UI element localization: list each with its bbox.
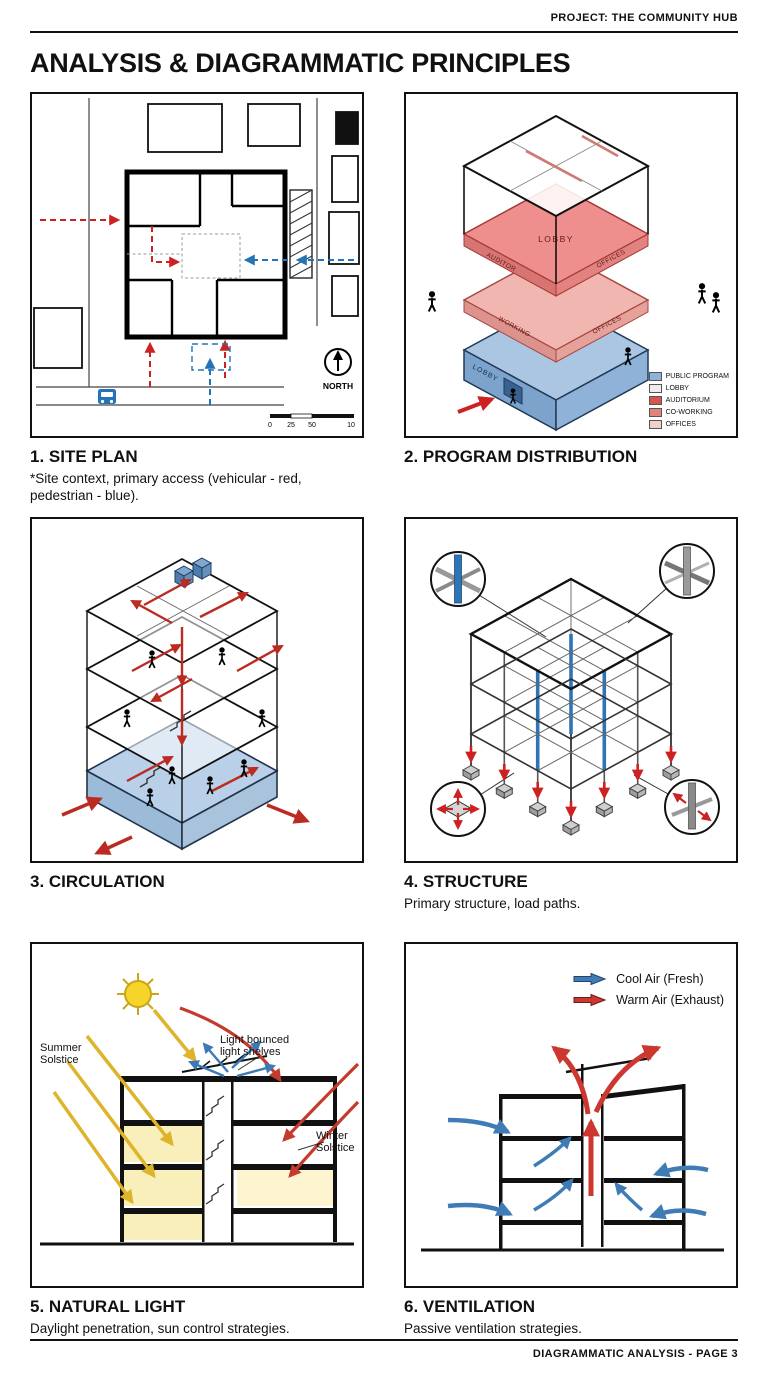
circulation-figure bbox=[30, 517, 364, 863]
circulation-drawing bbox=[61, 557, 310, 855]
program-figure: LOBBY WORKING OFFICES LOBBY bbox=[404, 92, 738, 438]
program-drawing: LOBBY WORKING OFFICES LOBBY bbox=[427, 114, 721, 432]
structure-figure bbox=[404, 517, 738, 863]
summer-solstice-annotation: Summer Solstice bbox=[40, 1042, 82, 1067]
legend-label: OFFICES bbox=[665, 421, 696, 428]
scale-tick: 25 bbox=[287, 422, 295, 429]
ventilation-drawing bbox=[421, 1044, 724, 1252]
legend-item: OFFICES bbox=[648, 420, 729, 429]
site-plan-drawing: NORTH 0 25 50 10 bbox=[33, 98, 360, 429]
structure-title: 4. STRUCTURE bbox=[404, 872, 528, 891]
ventilation-legend: Cool Air (Fresh) Warm Air (Exhaust) bbox=[572, 972, 724, 1014]
stairs bbox=[205, 1095, 225, 1205]
page-title: ANALYSIS & DIAGRAMMATIC PRINCIPLES bbox=[30, 48, 571, 78]
legend-label: Warm Air (Exhaust) bbox=[616, 993, 724, 1007]
site-plan-title: 1. SITE PLAN bbox=[30, 447, 138, 466]
legend-item: Warm Air (Exhaust) bbox=[572, 993, 724, 1007]
detail-circles bbox=[430, 543, 720, 837]
bounced-light-arrows bbox=[188, 1040, 277, 1078]
ventilation-caption: Passive ventilation strategies. bbox=[404, 1321, 582, 1336]
scale-tick: 50 bbox=[308, 422, 316, 429]
detail-joint-top-right bbox=[659, 543, 715, 599]
roads bbox=[36, 98, 318, 406]
program-legend: PUBLIC PROGRAM LOBBY AUDITORIUM CO-WORKI… bbox=[648, 369, 729, 429]
vehicular-route bbox=[40, 214, 231, 387]
cell-circulation: 3. CIRCULATION bbox=[30, 517, 364, 942]
header-rule bbox=[30, 31, 738, 33]
north-label: NORTH bbox=[323, 381, 353, 391]
legend-label: LOBBY bbox=[665, 385, 689, 392]
site-plan-figure: NORTH 0 25 50 10 bbox=[30, 92, 364, 438]
legend-item: CO-WORKING bbox=[648, 408, 729, 417]
daylight-glow bbox=[124, 1126, 333, 1240]
project-header: PROJECT: THE COMMUNITY HUB bbox=[550, 12, 738, 24]
footer: DIAGRAMMATIC ANALYSIS - PAGE 3 bbox=[30, 1339, 738, 1360]
panel-grid: NORTH 0 25 50 10 1. SITE PLAN *Site cont… bbox=[30, 92, 738, 1367]
ventilation-figure: Cool Air (Fresh) Warm Air (Exhaust) bbox=[404, 942, 738, 1288]
cell-site-plan: NORTH 0 25 50 10 1. SITE PLAN *Site cont… bbox=[30, 92, 364, 517]
legend-item: Cool Air (Fresh) bbox=[572, 972, 724, 986]
legend-item: LOBBY bbox=[648, 384, 729, 393]
structure-drawing bbox=[430, 543, 720, 837]
legend-label: PUBLIC PROGRAM bbox=[665, 373, 729, 380]
building-section bbox=[421, 1056, 724, 1252]
program-title: 2. PROGRAM DISTRIBUTION bbox=[404, 447, 638, 466]
natural-light-figure: Summer Solstice Light bounced light shel… bbox=[30, 942, 364, 1288]
load-arrows bbox=[465, 746, 677, 819]
legend-swatch bbox=[648, 384, 662, 393]
legend-label: CO-WORKING bbox=[665, 409, 713, 416]
cell-structure: 4. STRUCTURE Primary structure, load pat… bbox=[404, 517, 738, 942]
detail-joint-bottom-right bbox=[664, 779, 720, 835]
scale-tick: 0 bbox=[268, 422, 272, 429]
context-buildings bbox=[33, 103, 360, 369]
warm-air-arrow-icon bbox=[573, 993, 607, 1007]
ventilation-title: 6. VENTILATION bbox=[404, 1297, 535, 1316]
natural-light-title: 5. NATURAL LIGHT bbox=[30, 1297, 186, 1316]
top-floor-box bbox=[461, 114, 651, 284]
natural-light-drawing bbox=[40, 973, 360, 1246]
north-arrow: NORTH bbox=[323, 348, 353, 391]
legend-swatch bbox=[648, 396, 662, 405]
winter-solstice-annotation: Winter Solstice bbox=[316, 1130, 355, 1155]
warm-air-arrows bbox=[551, 1044, 662, 1196]
legend-swatch bbox=[648, 420, 662, 429]
cell-natural-light: Summer Solstice Light bounced light shel… bbox=[30, 942, 364, 1367]
legend-item: PUBLIC PROGRAM bbox=[648, 372, 729, 381]
cool-air-arrows bbox=[447, 1117, 709, 1220]
detail-joint-top-left bbox=[430, 551, 486, 607]
legend-label: AUDITORIUM bbox=[665, 397, 710, 404]
summer-sun-arrows bbox=[52, 1008, 197, 1205]
cool-air-arrow-icon bbox=[573, 972, 607, 986]
bus-stop-icon bbox=[98, 389, 116, 404]
bounced-light-annotation: Light bounced light shelves bbox=[220, 1034, 290, 1059]
legend-swatch bbox=[648, 372, 662, 381]
building-plan bbox=[124, 169, 288, 340]
legend-label: Cool Air (Fresh) bbox=[616, 972, 704, 986]
building-section bbox=[40, 1054, 354, 1246]
hatch-area bbox=[289, 189, 313, 279]
natural-light-caption: Daylight penetration, sun control strate… bbox=[30, 1321, 290, 1336]
footings bbox=[461, 746, 681, 836]
annotation-leaders bbox=[237, 1055, 325, 1151]
circulation-title: 3. CIRCULATION bbox=[30, 872, 165, 891]
sun-icon bbox=[117, 973, 159, 1015]
site-plan-caption: *Site context, primary access (vehicular… bbox=[30, 471, 302, 504]
cell-program: LOBBY WORKING OFFICES LOBBY bbox=[404, 92, 738, 517]
pedestrian-route bbox=[191, 254, 354, 405]
cell-ventilation: Cool Air (Fresh) Warm Air (Exhaust) 6. V… bbox=[404, 942, 738, 1367]
entry-arrow bbox=[457, 396, 495, 414]
structure-caption: Primary structure, load paths. bbox=[404, 896, 581, 911]
legend-item: AUDITORIUM bbox=[648, 396, 729, 405]
legend-swatch bbox=[648, 408, 662, 417]
detail-footing-bottom-left bbox=[430, 781, 486, 837]
plate-coworking: WORKING OFFICES bbox=[462, 249, 650, 363]
scale-tick: 10 bbox=[347, 422, 355, 429]
circulation-arrows bbox=[61, 578, 310, 855]
scale-bar: 0 25 50 10 bbox=[268, 413, 355, 429]
